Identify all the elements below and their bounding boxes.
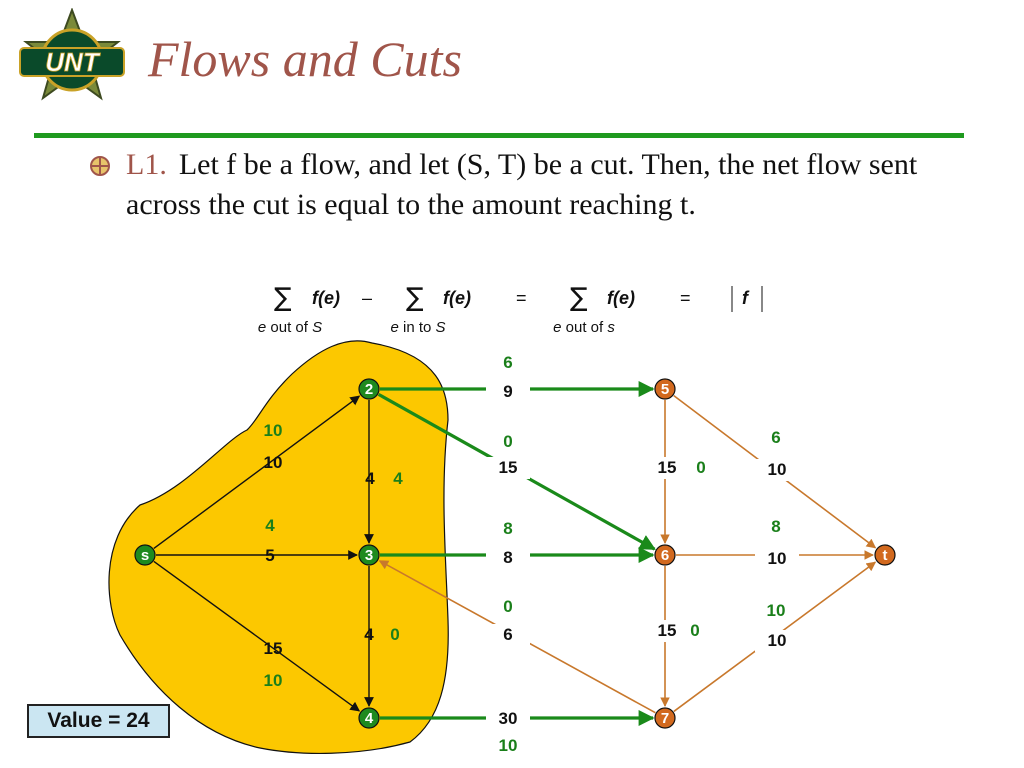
edge-capacity-4-7: 30 <box>499 709 518 728</box>
formula-term-2: f(e) <box>443 288 471 308</box>
edge-capacity-3-4: 4 <box>364 625 374 644</box>
edge-flow-7-t: 10 <box>767 601 786 620</box>
edge-flow-2-6: 0 <box>503 432 512 451</box>
formula-minus: – <box>362 288 372 308</box>
edge-capacity-3-6: 8 <box>503 548 512 567</box>
edge-capacity-7-t: 10 <box>768 631 787 650</box>
flow-network-figure: ∑ f(e) – ∑ f(e) = ∑ f(e) = f e out of S … <box>108 283 896 755</box>
formula-equals-1: = <box>516 288 527 308</box>
edge-capacity-5-6: 15 <box>658 458 677 477</box>
node-label-t: t <box>883 547 888 564</box>
node-label-4: 4 <box>365 710 374 727</box>
edge-flow-s-2: 10 <box>264 421 283 440</box>
node-label-3: 3 <box>365 547 373 564</box>
cut-region-S <box>108 340 449 754</box>
node-5 <box>654 378 676 400</box>
edge-capacity-2-6: 15 <box>499 458 518 477</box>
edge-capacity-7-3: 6 <box>503 625 512 644</box>
edge-capacity-2-5: 9 <box>503 382 512 401</box>
formula-sub-3: e out of s <box>553 319 615 336</box>
edge-flow-6-7: 0 <box>690 621 699 640</box>
formula-sub-2: e in to S <box>390 319 445 336</box>
edge-capacity-bg-5-6 <box>645 457 689 479</box>
edge-s-4 <box>153 560 361 712</box>
sum-symbol-2: ∑ <box>406 283 424 313</box>
edge-capacity-bg-6-7 <box>645 620 689 642</box>
edge-flow-s-3: 4 <box>265 516 275 535</box>
edge-capacity-s-4: 15 <box>264 639 283 658</box>
edge-flow-s-4: 10 <box>264 671 283 690</box>
node-t <box>874 544 896 566</box>
formula-sub-1: e out of S <box>258 319 322 336</box>
formula-term-1: f(e) <box>312 288 340 308</box>
node-label-5: 5 <box>661 381 669 398</box>
edge-flow-3-4: 0 <box>390 625 399 644</box>
edge-capacity-2-3: 4 <box>365 469 375 488</box>
logo-banner <box>19 47 125 77</box>
flow-value-box: Value = 24 <box>27 704 170 738</box>
node-7 <box>654 707 676 729</box>
edge-flow-2-5: 6 <box>503 353 512 372</box>
node-label-s: s <box>141 547 149 564</box>
slide-title: Flows and Cuts <box>148 31 462 87</box>
node-2 <box>358 378 380 400</box>
node-label-7: 7 <box>661 710 669 727</box>
node-label-6: 6 <box>661 547 669 564</box>
edge-capacity-bg-3-6 <box>486 547 530 569</box>
edge-flow-5-t: 6 <box>771 428 780 447</box>
node-3 <box>358 544 380 566</box>
edge-flow-2-3: 4 <box>393 469 403 488</box>
edge-capacity-6-t: 10 <box>768 549 787 568</box>
unt-logo: UNT <box>19 8 125 101</box>
edge-capacity-bg-2-6 <box>486 457 530 479</box>
edge-capacity-bg-6-t <box>755 548 799 570</box>
edge-flow-4-7: 10 <box>499 736 518 755</box>
cut-formula: ∑ f(e) – ∑ f(e) = ∑ f(e) = f e out of S … <box>258 283 763 336</box>
edge-capacity-bg-5-t <box>755 459 799 481</box>
edge-flow-7-3: 0 <box>503 597 512 616</box>
node-6 <box>654 544 676 566</box>
formula-equals-2: = <box>680 288 691 308</box>
nodes-layer: s 2 3 4 5 6 7 t <box>134 378 896 729</box>
lemma-paragraph: L1.Let f be a flow, and let (S, T) be a … <box>126 145 946 225</box>
sum-symbol-3: ∑ <box>570 283 588 313</box>
node-label-2: 2 <box>365 381 373 398</box>
node-4 <box>358 707 380 729</box>
lemma-text: Let f be a flow, and let (S, T) be a cut… <box>126 148 918 221</box>
edge-capacity-bg-4-7 <box>486 708 530 730</box>
edge-flow-5-6: 0 <box>696 458 705 477</box>
bullet-icon <box>90 156 110 176</box>
title-divider <box>34 133 964 138</box>
edge-capacity-s-2: 10 <box>264 453 283 472</box>
edge-capacity-bg-7-3 <box>486 624 530 646</box>
edge-flow-3-6: 8 <box>503 519 512 538</box>
edge-capacity-bg-7-t <box>755 630 799 652</box>
sum-symbol-1: ∑ <box>274 283 292 313</box>
node-s <box>134 544 156 566</box>
logo-text: UNT <box>45 47 101 77</box>
edge-capacity-6-7: 15 <box>658 621 677 640</box>
formula-term-3: f(e) <box>607 288 635 308</box>
edge-capacity-bg-2-5 <box>486 381 530 403</box>
edge-s-2 <box>153 395 361 550</box>
edge-capacity-5-t: 10 <box>768 460 787 479</box>
lemma-id: L1. <box>126 148 167 181</box>
formula-abs-f: f <box>742 288 750 308</box>
edge-flow-6-t: 8 <box>771 517 780 536</box>
edge-capacity-s-3: 5 <box>265 546 274 565</box>
